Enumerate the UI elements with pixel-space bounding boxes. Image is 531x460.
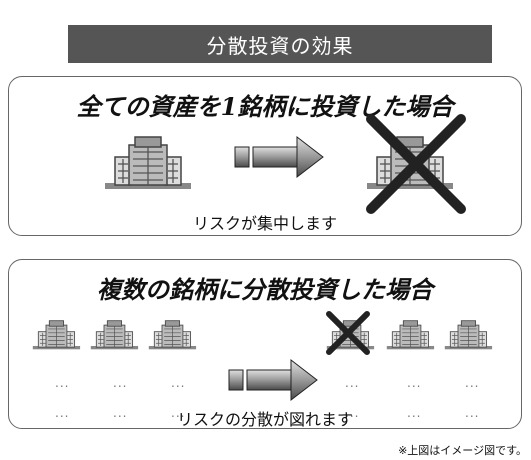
concentrated-investment-panel: 全ての資産を1銘柄に投資した場合 リスクが集中します [8, 76, 522, 236]
diversified-investment-panel: 複数の銘柄に分散投資した場合 ... ... ... ... ... ... .… [8, 259, 522, 429]
placeholder-dots: ... [465, 406, 480, 420]
arrow-right-icon [234, 136, 324, 178]
building-icon [90, 320, 139, 350]
arrow-right-icon [228, 359, 318, 401]
building-icon [386, 320, 435, 350]
placeholder-dots: ... [345, 406, 360, 420]
concentrated-caption: リスクが集中します [192, 214, 337, 233]
cross-icon [326, 311, 370, 355]
placeholder-dots: ... [113, 376, 128, 390]
placeholder-dots: ... [55, 376, 70, 390]
placeholder-dots: ... [171, 406, 186, 420]
image-note: ※上図はイメージ図です。 [398, 444, 527, 457]
placeholder-dots: ... [407, 376, 422, 390]
placeholder-dots: ... [465, 376, 480, 390]
placeholder-dots: ... [345, 376, 360, 390]
cross-icon [366, 114, 466, 214]
diagram-title: 分散投資の効果 [68, 25, 492, 63]
building-icon [32, 320, 81, 350]
placeholder-dots: ... [55, 406, 70, 420]
diversified-heading: 複数の銘柄に分散投資した場合 [97, 275, 433, 304]
placeholder-dots: ... [407, 406, 422, 420]
placeholder-dots: ... [113, 406, 128, 420]
concentrated-heading: 全ての資産を1銘柄に投資した場合 [76, 92, 454, 121]
building-icon [148, 320, 197, 350]
placeholder-dots: ... [171, 376, 186, 390]
building-icon [104, 136, 192, 190]
building-icon [444, 320, 493, 350]
diversified-caption: リスクの分散が図れます [176, 410, 353, 429]
